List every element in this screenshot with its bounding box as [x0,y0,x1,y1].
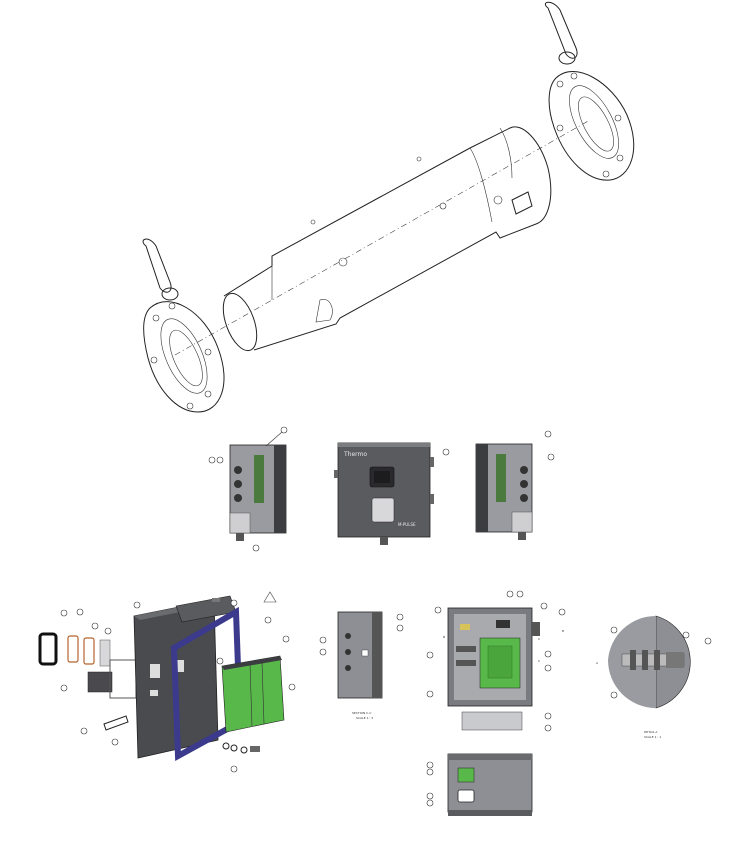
detail-view-scale: SCALE 1 : 1 [644,735,661,739]
enclosure-side-view-right [475,430,555,540]
lifting-eye-left [142,238,172,293]
gasket-copper-b [83,637,95,665]
pipe-assembly-exploded [142,1,635,413]
gasket-black [38,632,58,666]
enclosure-side-view-left [208,426,288,552]
callout-letter-b-right: B [562,629,564,633]
lifting-eye-nut-right [558,51,576,65]
open-enclosure-view: B B C C [426,590,566,732]
pipe-body [222,126,552,352]
keypad [371,497,395,523]
pcb-stack [221,655,285,733]
enclosure-front-view: Thermo M-PULSE [334,442,450,545]
section-view-scale: SCALE 1 : 5 [356,716,373,720]
center-line [174,119,591,356]
callout-letter-b-left: B [443,635,445,639]
section-view: SECTION C-C SCALE 1 : 5 [319,611,404,720]
callout-letter-c-bottom: C [538,659,540,663]
mounting-bracket [461,711,523,731]
lifting-eye-nut-left [161,287,179,301]
detail-view: DETAIL A SCALE 1 : 1 A [596,615,712,739]
lifting-eye-right [544,1,578,59]
display-module [87,671,113,693]
fitting-connector [511,191,533,215]
flange-right [548,71,635,181]
model-label: M-PULSE [398,522,416,527]
gasket-copper-a [67,635,79,663]
cable-gland [103,715,129,731]
flange-left [143,301,225,413]
section-view-label: SECTION C-C [352,711,371,715]
detail-callout-letter: A [596,661,599,665]
brand-label: Thermo [343,451,367,458]
callout-letter-c-top: C [538,637,540,641]
back-panel-view [426,753,533,816]
enclosure-exploded-view [38,591,296,773]
detail-view-label: DETAIL A [644,730,658,734]
window-plate [99,639,111,667]
